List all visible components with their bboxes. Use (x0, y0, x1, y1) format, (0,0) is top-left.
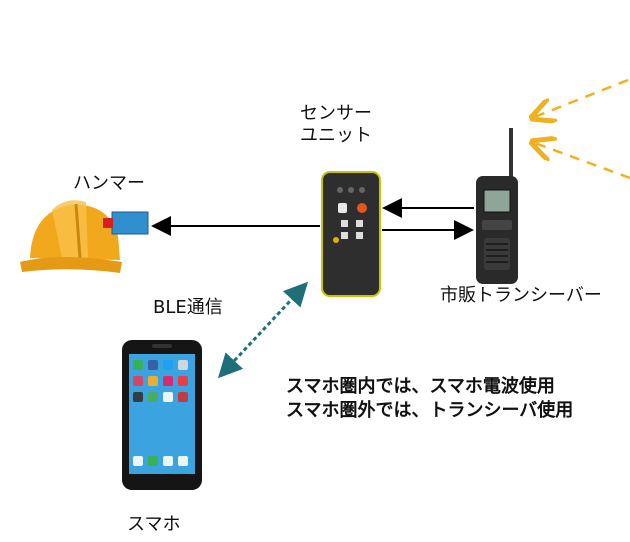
sensor-unit-label: センサー ユニット (300, 103, 372, 147)
sensor-label-line2: ユニット (300, 125, 372, 146)
transceiver-label: 市販トランシーバー (440, 285, 602, 306)
note-line-2: スマホ圏外では、トランシーバ使用 (286, 400, 574, 421)
smartphone-label: スマホ (127, 514, 181, 535)
sensor-label-line1: センサー (300, 103, 372, 124)
radio-wave-lines (532, 78, 630, 180)
hammer-label: ハンマー (73, 173, 145, 194)
ble-arrow (217, 281, 309, 379)
smartphone-icon (122, 340, 202, 490)
hammer-sensor-icon (103, 211, 149, 235)
ble-label: BLE通信 (153, 297, 223, 318)
sensor-unit-icon (321, 171, 381, 297)
helmet-icon (20, 200, 122, 273)
transceiver-icon (476, 128, 518, 284)
note-line-1: スマホ圏内では、スマホ電波使用 (286, 376, 555, 397)
